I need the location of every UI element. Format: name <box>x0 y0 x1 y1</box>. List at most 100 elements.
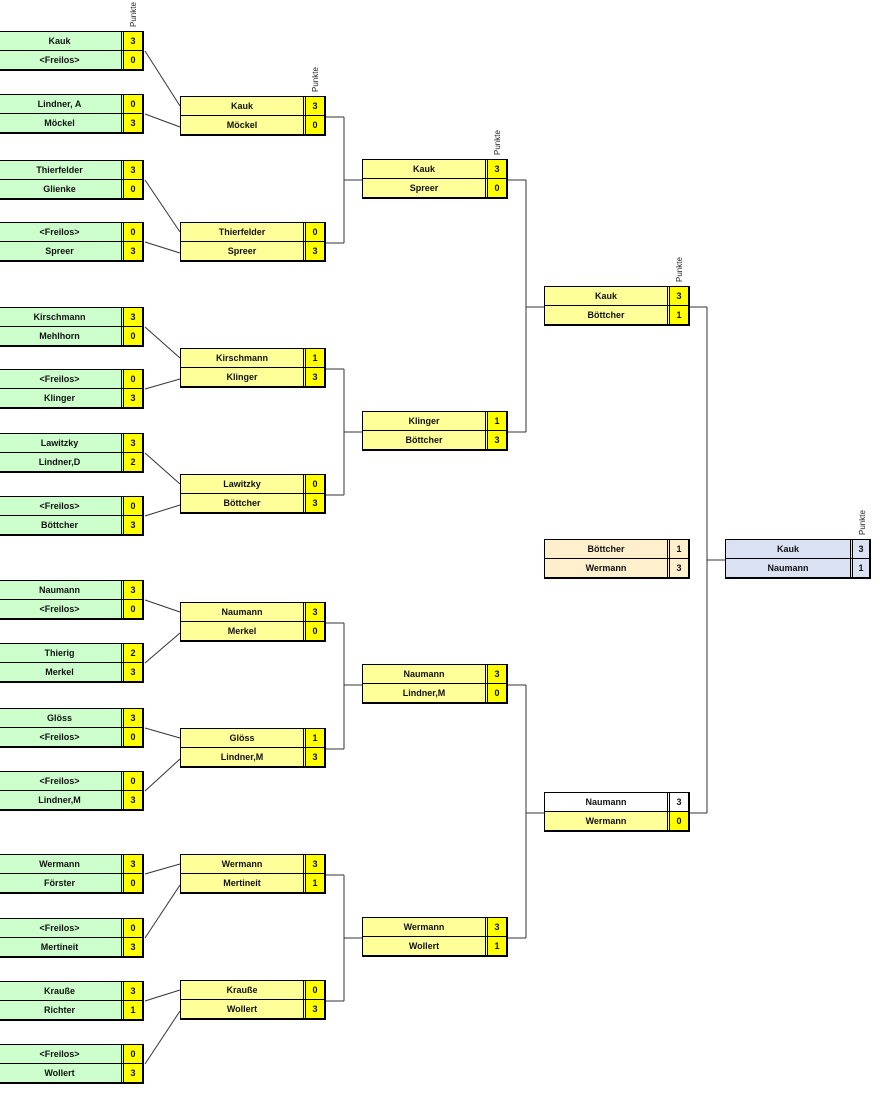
player-row[interactable]: <Freilos>0 <box>0 51 144 71</box>
player-name: Lindner, A <box>0 95 124 113</box>
player-name: Klinger <box>180 368 306 386</box>
player-score: 1 <box>853 559 871 577</box>
player-row[interactable]: <Freilos>0 <box>0 369 144 389</box>
round-1-connector <box>144 378 181 390</box>
player-row[interactable]: <Freilos>0 <box>0 728 144 748</box>
player-score: 3 <box>124 308 144 326</box>
player-score: 3 <box>306 97 326 115</box>
player-name: Möckel <box>0 114 124 132</box>
player-row[interactable]: <Freilos>0 <box>0 600 144 620</box>
player-name: Kauk <box>362 160 488 178</box>
player-row[interactable]: <Freilos>0 <box>0 771 144 791</box>
player-score: 3 <box>124 389 144 407</box>
player-row[interactable]: <Freilos>0 <box>0 222 144 242</box>
player-name: Mertineit <box>0 938 124 956</box>
player-name: Kauk <box>0 32 124 50</box>
player-score: 3 <box>124 663 144 681</box>
player-score: 0 <box>124 1045 144 1063</box>
player-name: Böttcher <box>362 431 488 449</box>
player-name: Klinger <box>362 412 488 430</box>
round-1-connector <box>144 504 181 517</box>
player-name: Klinger <box>0 389 124 407</box>
player-row[interactable]: <Freilos>0 <box>0 918 144 938</box>
player-name: Thierig <box>0 644 124 662</box>
round-1-connector <box>144 989 181 1002</box>
player-row[interactable]: <Freilos>0 <box>0 1044 144 1064</box>
player-name: Böttcher <box>544 540 670 558</box>
round-1-connector <box>144 326 181 359</box>
player-score: 1 <box>306 349 326 367</box>
player-name: Kirschmann <box>180 349 306 367</box>
player-score: 3 <box>488 431 508 449</box>
player-score: 3 <box>306 748 326 766</box>
player-score: 3 <box>124 855 144 873</box>
player-name: <Freilos> <box>0 919 124 937</box>
player-score: 0 <box>124 497 144 515</box>
player-score: 3 <box>124 242 144 260</box>
player-row[interactable]: <Freilos>0 <box>0 496 144 516</box>
player-name: Lindner,D <box>0 453 124 471</box>
